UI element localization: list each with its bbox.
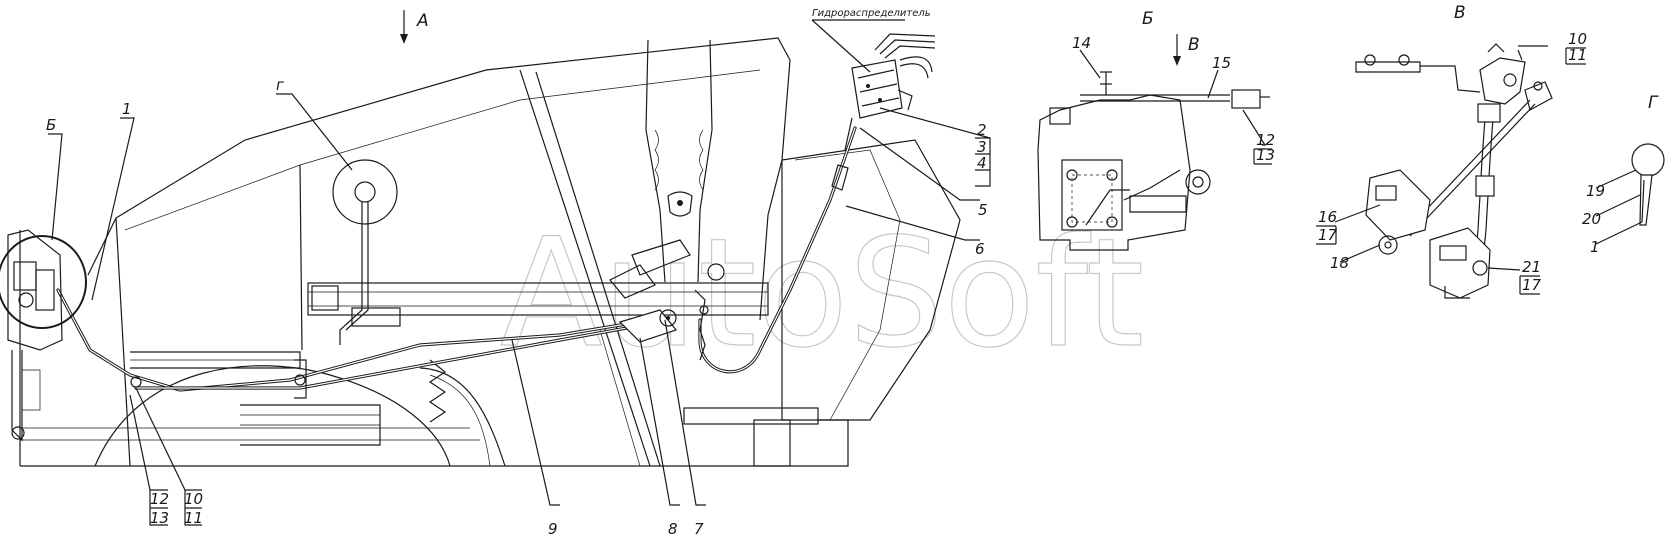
view-v-label-21: 21 [1522,258,1541,276]
hydraulic-distributor [844,33,936,151]
cab-outline [87,37,791,321]
hydraulic-distributor-label: Гидрораспределитель [812,8,931,19]
label-6: 6 [975,240,985,258]
view-v-label-16: 16 [1318,208,1337,226]
view-g-label-20: 20 [1582,210,1601,228]
view-b-label-15: 15 [1212,54,1231,72]
label-1: 1 [122,100,132,118]
view-v: В 10 11 16 17 [1316,3,1587,299]
label-11: 11 [184,509,203,527]
main-leaders [48,10,991,526]
view-b-label-14: 14 [1072,34,1091,52]
main-view: А г Б 1 Гидрораспределитель 2 3 4 5 6 7 … [0,8,991,538]
lever-unit-b [7,229,63,442]
watermark: AutoSoft [500,207,1144,381]
view-b-label-12: 12 [1256,131,1275,149]
view-g-title: Г [1648,93,1659,113]
label-3: 3 [977,138,987,156]
view-g-label-1: 1 [1590,238,1600,256]
label-4: 4 [977,154,987,172]
label-9: 9 [548,520,558,538]
view-v-label-17a: 17 [1318,226,1338,244]
frame-floor [20,419,849,467]
callout-g-label: г [276,76,284,94]
view-b-label-13: 13 [1256,146,1275,164]
view-g-label-19: 19 [1586,182,1605,200]
label-12: 12 [150,490,169,508]
arrow-v-label: В [1188,35,1200,55]
view-v-title: В [1454,3,1466,23]
mirror-lamp [332,159,398,225]
label-8: 8 [668,520,678,538]
detail-callout-b [0,235,87,329]
label-10: 10 [184,490,203,508]
arrow-a-label: А [416,11,429,31]
view-b: Б В 14 15 12 13 [1037,9,1275,251]
label-2: 2 [977,121,987,139]
callout-b-label: Б [46,116,56,134]
wheel-arch [94,365,451,467]
lamp-19 [1631,143,1665,177]
view-v-label-17b: 17 [1522,276,1542,294]
label-5: 5 [978,201,988,219]
view-b-title: Б [1142,9,1154,29]
view-g: Г 19 20 1 [1582,93,1665,256]
label-13: 13 [150,509,169,527]
view-v-label-10: 10 [1568,30,1587,48]
label-7: 7 [694,520,704,538]
cable-bracket [618,289,709,361]
view-v-label-11: 11 [1568,46,1587,64]
seat-frame [781,139,961,421]
view-v-label-18: 18 [1330,254,1349,272]
